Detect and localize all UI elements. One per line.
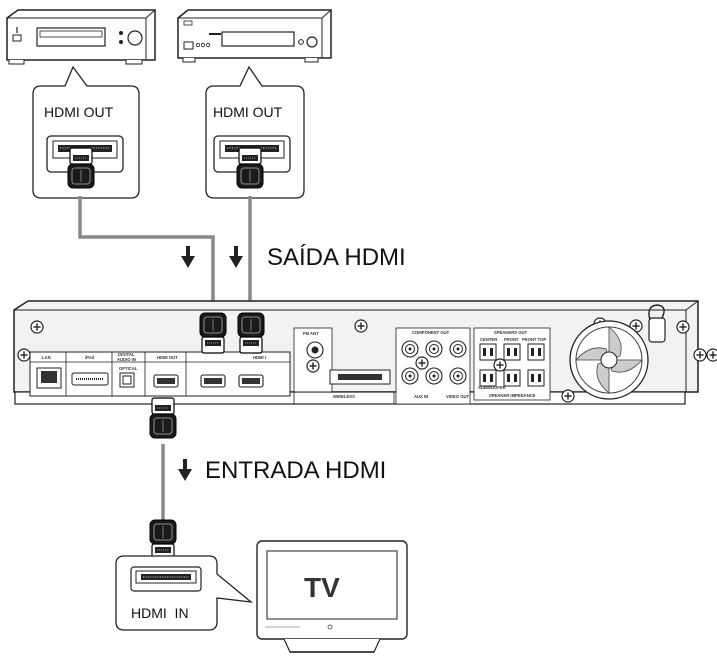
hdmi-in-port-2 — [238, 374, 264, 388]
cooling-fan — [569, 320, 649, 400]
arrow-down-icon — [181, 246, 195, 268]
optical-port — [119, 372, 135, 388]
video-out-jack — [449, 367, 467, 385]
panel-labels: LAN iPod DIGITAL AUDIO IN OPTICAL HDMI O… — [42, 330, 546, 399]
speaker-terminal-front-top-2 — [527, 369, 545, 387]
arrow-down-icon — [229, 246, 243, 268]
label-hdmi-out-right: HDMI OUT — [213, 104, 283, 120]
hdmi-plug-tv — [149, 519, 177, 561]
source-device-right — [177, 9, 332, 63]
ipod-port — [71, 372, 109, 386]
lan-port — [36, 367, 62, 389]
callout-hdmi-in — [115, 555, 254, 631]
hdmi-plug-source-left — [67, 147, 95, 189]
label-hdmi-in: HDMI IN — [131, 605, 189, 621]
label-hdmi-out-left: HDMI OUT — [44, 104, 114, 120]
panel-label-optical: OPTICAL — [119, 366, 138, 371]
panel-label-wireless: WIRELESS — [333, 394, 355, 399]
hdmi-cables — [78, 196, 252, 525]
panel-label-speakers-out: SPEAKERS OUT — [494, 330, 527, 335]
hdmi-plug-panel-out — [149, 397, 177, 439]
panel-label-aux-in: AUX IN — [414, 394, 428, 399]
panel-label-hdmi-out: HDMI OUT — [157, 355, 178, 360]
aux-in-jack-l — [401, 367, 419, 385]
source-device-left — [6, 9, 156, 65]
panel-label-speaker-impedance: SPEAKER IMPEDANCE — [489, 393, 536, 398]
panel-label-subwoofer: SUBWOOFER — [478, 385, 506, 390]
hdmi-plug-panel-in-2 — [237, 312, 265, 354]
hdmi-plug-source-right — [236, 147, 264, 189]
panel-label-lan: LAN — [42, 355, 51, 360]
panel-label-audio-in: AUDIO IN — [117, 357, 136, 362]
fm-antenna-jack — [306, 341, 324, 359]
home-theater-rear-panel — [13, 300, 699, 405]
panel-label-center: CENTER — [480, 337, 497, 342]
panel-label-video-out: VIDEO OUT — [446, 394, 469, 399]
panel-label-fm-ant: FM ANT — [303, 331, 319, 336]
component-jack-y — [401, 340, 419, 358]
component-jack-pr — [449, 340, 467, 358]
cable-hook — [648, 304, 666, 343]
label-saida-hdmi: SAÍDA HDMI — [267, 244, 406, 271]
aux-in-jack-r — [425, 367, 443, 385]
wireless-port — [329, 369, 391, 385]
speaker-terminal-center — [479, 343, 497, 361]
panel-label-component-out: COMPONENT OUT — [412, 330, 450, 335]
hdmi-out-port — [153, 374, 179, 388]
panel-label-hdmi-in: HDMI I — [253, 355, 266, 360]
television — [256, 540, 408, 653]
panel-label-digital: DIGITAL — [118, 352, 135, 357]
arrow-down-icon — [178, 459, 192, 481]
panel-label-ipod: iPod — [85, 355, 95, 360]
speaker-terminal-subwoofer — [479, 369, 497, 387]
speaker-terminal-front — [503, 343, 521, 361]
speaker-terminal-front-2 — [503, 369, 521, 387]
panel-label-front-top: FRONT TOP — [522, 337, 546, 342]
callout-hdmi-out-left — [32, 65, 140, 199]
hdmi-plug-panel-in-1 — [199, 312, 227, 354]
panel-label-front: FRONT — [504, 337, 519, 342]
speaker-terminal-front-top — [527, 343, 545, 361]
label-entrada-hdmi: ENTRADA HDMI — [205, 457, 387, 484]
component-jack-pb — [425, 340, 443, 358]
callout-hdmi-out-right — [205, 65, 305, 199]
label-tv: TV — [304, 572, 340, 603]
hdmi-in-port-1 — [200, 374, 226, 388]
